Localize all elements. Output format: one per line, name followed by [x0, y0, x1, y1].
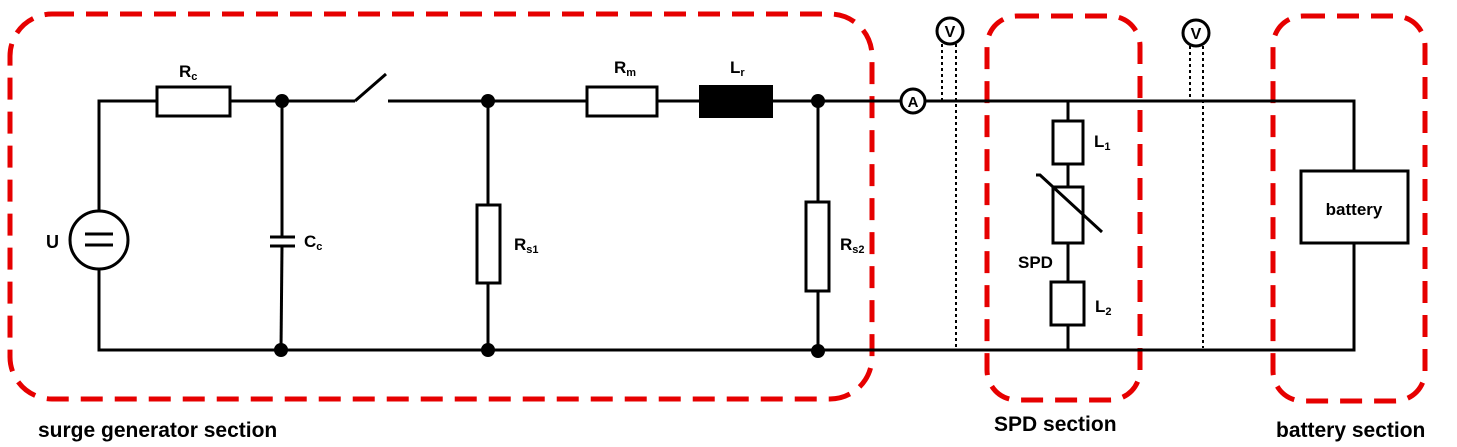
spd-varistor [1051, 185, 1085, 245]
dc-voltage-source: U [46, 209, 130, 271]
rs2-label: Rs2 [840, 235, 865, 256]
voltmeter-1: V [935, 16, 965, 348]
spd-label: SPD [1018, 253, 1053, 272]
ammeter: A [899, 87, 927, 115]
spd-section-box [984, 13, 1143, 403]
battery-label: battery [1326, 200, 1383, 219]
voltmeter-1-label: V [945, 24, 956, 41]
rs1-label: Rs1 [514, 235, 539, 256]
voltmeter-2-label: V [1191, 26, 1202, 43]
inductor-l2 [1049, 280, 1086, 327]
voltmeter-2: V [1181, 18, 1211, 348]
inductor-lr: Lr [699, 58, 773, 118]
surge-generator-section-box [7, 11, 875, 402]
spd-section-label: SPD section [994, 413, 1117, 436]
bottom-wires [97, 243, 1356, 352]
source-label: U [46, 232, 59, 252]
resistor-rc: Rc [155, 62, 232, 118]
capacitor-cc: Cc [270, 101, 322, 351]
spd-branch: L1 SPD L2 [1018, 101, 1112, 350]
surge-generator-section-label: surge generator section [38, 419, 277, 442]
battery-section-box [1270, 13, 1428, 404]
rc-label: Rc [179, 62, 197, 83]
switch [354, 72, 387, 103]
l1-label: L1 [1094, 132, 1111, 153]
resistor-rs2: Rs2 [804, 101, 865, 350]
inductor-l1 [1051, 119, 1085, 166]
l2-label: L2 [1095, 297, 1112, 318]
battery-section-label: battery section [1276, 419, 1425, 442]
rm-label: Rm [614, 58, 636, 79]
battery: battery [1299, 169, 1410, 245]
ammeter-label: A [908, 94, 919, 111]
resistor-rs1: Rs1 [475, 101, 539, 350]
resistor-rm: Rm [585, 58, 659, 118]
junction-dots [274, 94, 825, 358]
lr-label: Lr [730, 58, 745, 79]
cc-label: Cc [304, 232, 322, 253]
top-wires [97, 99, 1356, 225]
